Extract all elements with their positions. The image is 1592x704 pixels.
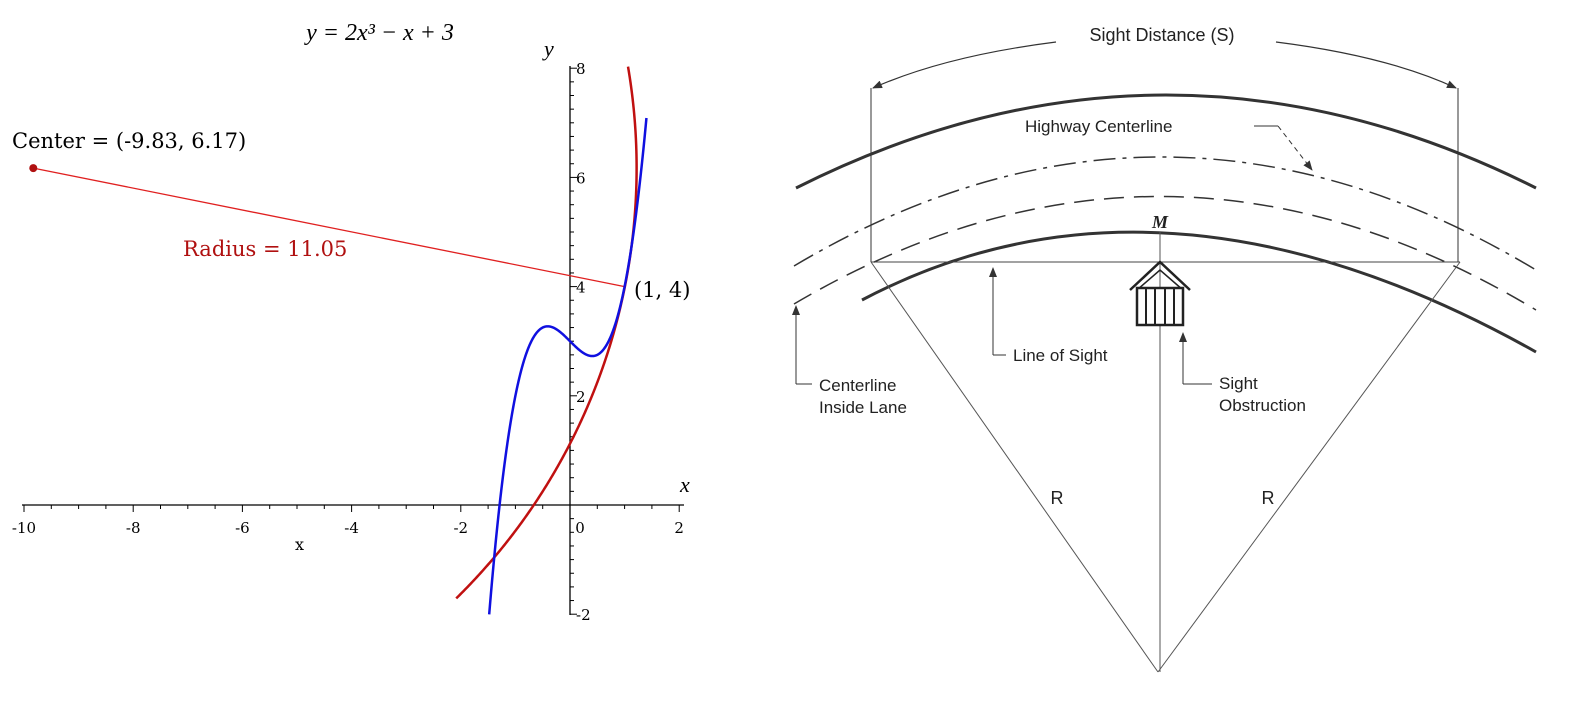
marked-points <box>29 164 38 173</box>
highway-centerline-label: Highway Centerline <box>1025 117 1172 136</box>
building-icon <box>1129 260 1191 327</box>
highway-centerline-curve <box>793 156 1537 271</box>
outer-road-edge <box>795 93 1537 190</box>
y-tick-labels: -2 2 4 6 8 <box>576 60 591 624</box>
cubic-curve-group <box>487 117 648 615</box>
osculating-circle-group <box>455 66 638 600</box>
sight-distance-arrow-left <box>872 41 1057 89</box>
centerline-inside-lane-label-line2: Inside Lane <box>819 398 907 417</box>
x-axis-label: x <box>679 472 690 497</box>
x-tick-label: 0 <box>575 519 585 537</box>
x-tick-label: -10 <box>12 519 36 537</box>
y-tick-label: 2 <box>576 388 586 406</box>
y-tick-label: 6 <box>576 169 586 187</box>
sight-distance-arrow-right <box>1275 41 1457 89</box>
x-tick-label: -8 <box>126 519 141 537</box>
sight-obstruction-label-line2: Obstruction <box>1219 396 1306 415</box>
x-tick-label: -4 <box>344 519 359 537</box>
radius-line <box>33 167 625 288</box>
line-of-sight-label: Line of Sight <box>1013 346 1108 365</box>
radius-right-label: R <box>1262 488 1275 508</box>
radius-line-group <box>33 167 625 288</box>
x-tick-label: -6 <box>235 519 250 537</box>
inside-lane-centerline-curve <box>793 195 1537 311</box>
x-minor-ticks <box>23 505 680 512</box>
center-point <box>29 164 38 173</box>
equation-title: y = 2x³ − x + 3 <box>304 20 454 46</box>
x-axis-caption: x <box>295 535 304 554</box>
center-label: Center = (-9.83, 6.17) <box>12 129 246 153</box>
x-tick-label: 2 <box>674 519 684 537</box>
radius-left-label: R <box>1051 488 1064 508</box>
highway-centerline-leader <box>1277 125 1313 171</box>
y-tick-label: 4 <box>576 279 586 297</box>
sight-distance-diagram: Sight Distance (S) R R M Highway Centerl… <box>792 25 1537 673</box>
middle-ordinate-label: M <box>1151 212 1169 232</box>
y-tick-label: -2 <box>576 606 591 624</box>
x-tick-label: -2 <box>453 519 468 537</box>
centerline-inside-lane-label-line1: Centerline <box>819 376 897 395</box>
plot-axes: -10 -8 -6 -4 -2 0 2 -2 2 4 6 8 <box>12 60 684 624</box>
point-label: (1, 4) <box>634 278 690 302</box>
y-axis-label: y <box>542 36 554 61</box>
sight-distance-label: Sight Distance (S) <box>1089 25 1234 45</box>
radius-line-left <box>870 261 1159 673</box>
cubic-curve <box>487 117 648 615</box>
y-tick-label: 8 <box>576 60 586 78</box>
radius-label: Radius = 11.05 <box>183 237 347 261</box>
osculating-circle-plot: y = 2x³ − x + 3 -10 -8 -6 -4 -2 0 2 -2 2 4 6 8 x y… <box>12 20 691 624</box>
inner-road-edge <box>861 230 1537 354</box>
x-tick-labels: -10 -8 -6 -4 -2 0 2 <box>12 519 684 537</box>
osculating-circle <box>455 66 638 600</box>
radius-line-right <box>1157 261 1461 673</box>
sight-obstruction-label-line1: Sight <box>1219 374 1258 393</box>
